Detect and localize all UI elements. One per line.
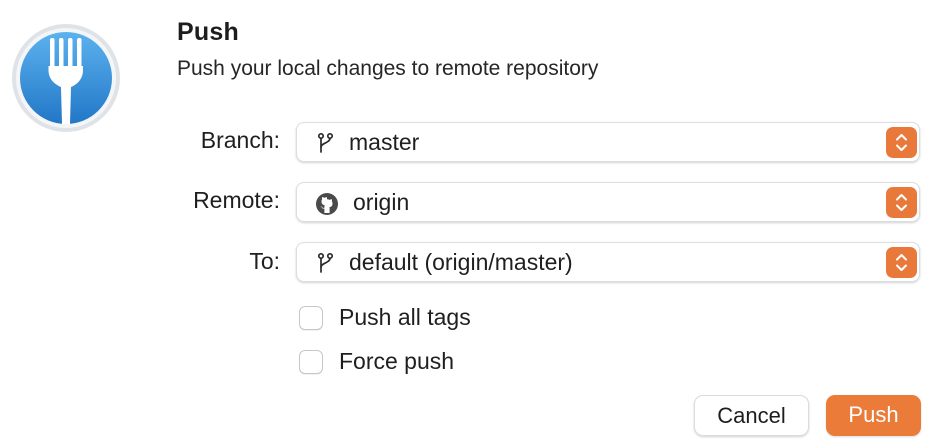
to-select[interactable]: default (origin/master) [296, 242, 920, 282]
branch-icon [315, 132, 337, 154]
to-value: default (origin/master) [349, 249, 573, 275]
dialog-subtitle: Push your local changes to remote reposi… [177, 57, 599, 80]
force-push-label[interactable]: Force push [339, 348, 455, 374]
dialog-title: Push [177, 18, 239, 46]
push-all-tags-checkbox[interactable] [299, 306, 323, 330]
remote-select[interactable]: origin [296, 182, 920, 222]
chevron-updown-icon [886, 127, 917, 158]
push-button[interactable]: Push [826, 395, 921, 436]
branch-select[interactable]: master [296, 122, 920, 162]
fork-app-icon [10, 22, 122, 134]
remote-label: Remote: [193, 187, 280, 213]
to-label: To: [249, 248, 280, 274]
branch-label: Branch: [200, 127, 280, 153]
cancel-button[interactable]: Cancel [694, 395, 809, 436]
force-push-checkbox[interactable] [299, 350, 323, 374]
branch-icon [315, 252, 337, 274]
push-all-tags-label[interactable]: Push all tags [339, 304, 471, 330]
chevron-updown-icon [886, 247, 917, 278]
github-icon [315, 192, 338, 215]
remote-value: origin [353, 189, 410, 215]
branch-value: master [349, 129, 420, 155]
chevron-updown-icon [886, 187, 917, 218]
